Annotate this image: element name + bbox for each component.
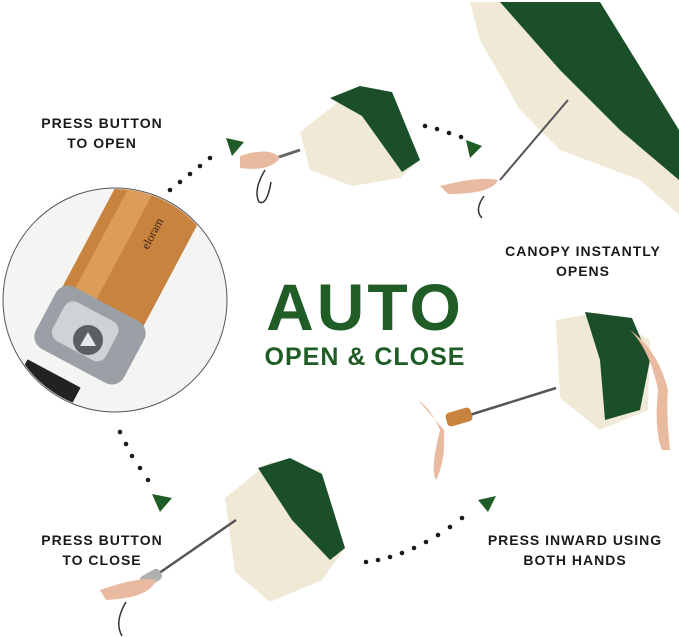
headline-sub: OPEN & CLOSE [264, 343, 466, 371]
umbrella-closing [100, 458, 345, 637]
headline: AUTO OPEN & CLOSE [250, 272, 480, 372]
step-close-line1: PRESS BUTTON [41, 532, 163, 548]
step-canopy-line1: CANOPY INSTANTLY [505, 243, 661, 259]
umbrella-open [440, 2, 679, 219]
arrow-triangle-icon [152, 138, 496, 512]
step-inward-line2: BOTH HANDS [523, 552, 627, 568]
step-close-line2: TO CLOSE [62, 552, 142, 568]
step-open-line2: TO OPEN [67, 135, 137, 151]
handle-closeup: eloram [2, 187, 228, 413]
step-press-inward: PRESS INWARD USING BOTH HANDS [475, 530, 675, 570]
headline-main: AUTO [266, 270, 464, 344]
step-canopy-line2: OPENS [555, 263, 610, 279]
umbrella-pressing [418, 312, 670, 480]
step-canopy-opens: CANOPY INSTANTLY OPENS [495, 241, 671, 281]
step-press-to-close: PRESS BUTTON TO CLOSE [30, 530, 174, 570]
step-inward-line1: PRESS INWARD USING [487, 532, 663, 548]
step-open-line1: PRESS BUTTON [41, 115, 163, 131]
flow-dots [117, 123, 465, 565]
umbrella-opening [240, 86, 420, 204]
step-press-to-open: PRESS BUTTON TO OPEN [30, 113, 174, 153]
